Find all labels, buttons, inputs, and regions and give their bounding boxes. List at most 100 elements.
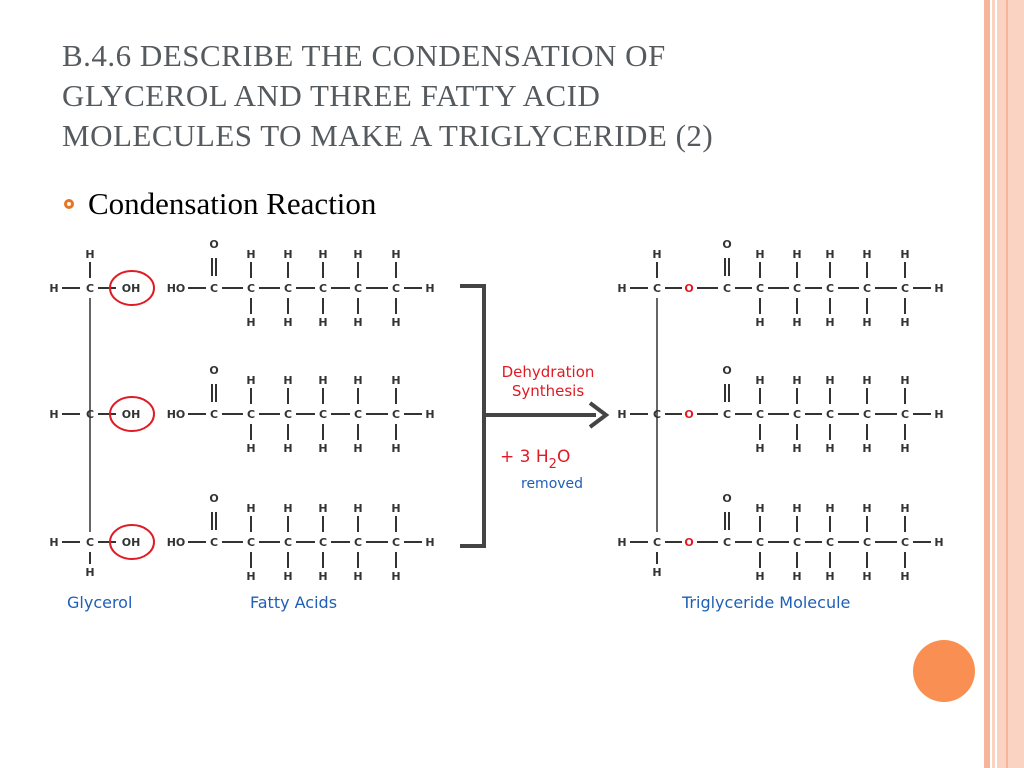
slide-title: B.4.6 DESCRIBE THE CONDENSATION OF GLYCE… xyxy=(62,36,922,156)
carbon-atom: C xyxy=(756,282,764,295)
hydrogen-atom: H xyxy=(425,282,434,295)
carbon-atom: C xyxy=(723,408,731,421)
hydrogen-atom: H xyxy=(391,442,400,455)
hydrogen-atom: H xyxy=(792,442,801,455)
hydrogen-atom: H xyxy=(353,570,362,583)
hydrogen-atom: H xyxy=(391,374,400,387)
hydrogen-atom: H xyxy=(283,374,292,387)
hydrogen-atom: H xyxy=(755,374,764,387)
slide-title-line-1: B.4.6 DESCRIBE THE CONDENSATION OF xyxy=(62,38,666,73)
hydroxyl-group: OH xyxy=(122,536,141,549)
carbon-atom: C xyxy=(392,536,400,549)
carbon-atom: C xyxy=(247,282,255,295)
hydrogen-atom: H xyxy=(391,316,400,329)
carbon-atom: C xyxy=(793,282,801,295)
hydrogen-atom: H xyxy=(246,502,255,515)
hydrogen-atom: H xyxy=(425,408,434,421)
hydrogen-atom: H xyxy=(900,570,909,583)
hydrogen-atom: H xyxy=(825,442,834,455)
hydrogen-atom: H xyxy=(792,316,801,329)
oxygen-atom: O xyxy=(722,492,731,505)
oxygen-atom: O xyxy=(209,240,218,251)
carbon-atom: C xyxy=(210,408,218,421)
ester-oxygen-atom: O xyxy=(684,408,693,421)
carbon-atom: C xyxy=(653,408,661,421)
right-arrow-icon xyxy=(588,401,610,429)
carbon-atom: C xyxy=(210,536,218,549)
right-stripe-3 xyxy=(997,0,1024,768)
hydrogen-atom: H xyxy=(862,442,871,455)
hydrogen-atom: H xyxy=(246,442,255,455)
hydrogen-atom: H xyxy=(318,502,327,515)
hydrogen-atom: H xyxy=(900,442,909,455)
hydrogen-atom: H xyxy=(85,248,94,261)
hydrogen-atom: H xyxy=(353,374,362,387)
carbon-atom: C xyxy=(392,282,400,295)
carbon-atom: C xyxy=(826,536,834,549)
hydrogen-atom: H xyxy=(246,248,255,261)
hydrogen-atom: H xyxy=(318,570,327,583)
hydrogen-atom: H xyxy=(85,566,94,579)
ester-oxygen-atom: O xyxy=(684,282,693,295)
hydrogen-atom: H xyxy=(862,316,871,329)
slide-title-line-3: MOLECULES TO MAKE A TRIGLYCERIDE (2) xyxy=(62,118,714,153)
hydrogen-atom: H xyxy=(755,248,764,261)
carbon-atom: C xyxy=(901,536,909,549)
water-prefix: + 3 H xyxy=(500,447,549,467)
reaction-label-synthesis: Synthesis xyxy=(512,382,585,400)
hydrogen-atom: H xyxy=(246,316,255,329)
carbon-atom: C xyxy=(863,282,871,295)
hydrogen-atom: H xyxy=(353,442,362,455)
hydrogen-atom: H xyxy=(246,570,255,583)
reactant-bracket xyxy=(460,284,486,548)
ester-oxygen-atom: O xyxy=(684,536,693,549)
water-subscript: 2 xyxy=(549,457,557,472)
hydrogen-atom: H xyxy=(755,442,764,455)
hydrogen-atom: H xyxy=(391,248,400,261)
right-stripe-2 xyxy=(992,0,995,768)
carbon-atom: C xyxy=(826,408,834,421)
hydroxyl-group: HO xyxy=(167,408,186,421)
hydroxyl-group: OH xyxy=(122,408,141,421)
hydrogen-atom: H xyxy=(391,502,400,515)
hydroxyl-highlight-circle-3 xyxy=(109,524,155,560)
hydrogen-atom: H xyxy=(934,282,943,295)
carbon-atom: C xyxy=(247,408,255,421)
carbon-atom: C xyxy=(284,408,292,421)
carbon-atom: C xyxy=(354,282,362,295)
bullet-item: Condensation Reaction xyxy=(64,186,376,222)
hydrogen-atom: H xyxy=(617,282,626,295)
oxygen-atom: O xyxy=(722,364,731,377)
hydrogen-atom: H xyxy=(900,502,909,515)
hydroxyl-group: HO xyxy=(167,282,186,295)
bullet-text: Condensation Reaction xyxy=(88,186,377,221)
hydrogen-atom: H xyxy=(283,442,292,455)
carbon-atom: C xyxy=(901,408,909,421)
hydrogen-atom: H xyxy=(283,248,292,261)
reaction-label-dehydration: Dehydration xyxy=(502,363,595,381)
hydrogen-atom: H xyxy=(900,374,909,387)
hydrogen-atom: H xyxy=(283,316,292,329)
caption-fatty-acids: Fatty Acids xyxy=(250,593,337,612)
carbon-atom: C xyxy=(723,282,731,295)
hydrogen-atom: H xyxy=(755,570,764,583)
hydrogen-atom: H xyxy=(755,502,764,515)
hydrogen-atom: H xyxy=(49,408,58,421)
hydrogen-atom: H xyxy=(792,248,801,261)
carbon-atom: C xyxy=(863,408,871,421)
right-stripe-4 xyxy=(1006,0,1008,768)
hydroxyl-highlight-circle-2 xyxy=(109,396,155,432)
carbon-atom: C xyxy=(354,408,362,421)
carbon-atom: C xyxy=(901,282,909,295)
hydrogen-atom: H xyxy=(353,502,362,515)
carbon-atom: C xyxy=(723,536,731,549)
oxygen-atom: O xyxy=(209,492,218,505)
hydrogen-atom: H xyxy=(825,502,834,515)
carbon-atom: C xyxy=(86,536,94,549)
hydrogen-atom: H xyxy=(652,566,661,579)
carbon-atom: C xyxy=(392,408,400,421)
carbon-atom: C xyxy=(210,282,218,295)
carbon-atom: C xyxy=(319,408,327,421)
hydrogen-atom: H xyxy=(825,570,834,583)
hydrogen-atom: H xyxy=(425,536,434,549)
